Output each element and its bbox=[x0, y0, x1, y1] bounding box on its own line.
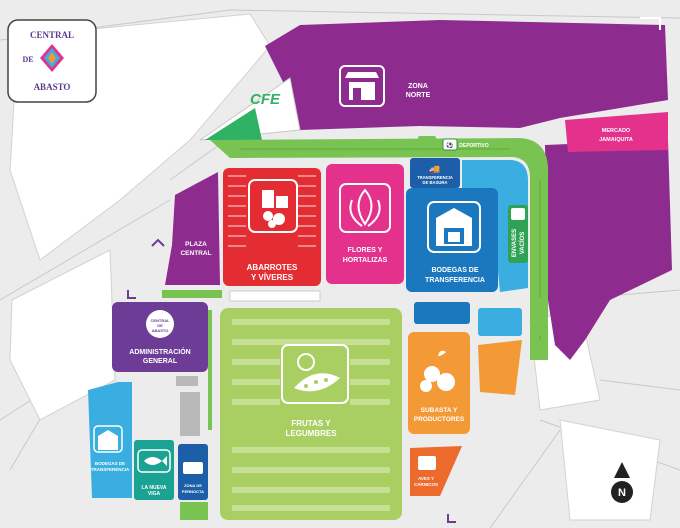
logo-text-top: CENTRAL bbox=[30, 30, 74, 40]
logo-text-mid: DE bbox=[22, 55, 33, 64]
aves-label-1: AVES Y bbox=[418, 476, 434, 481]
produce-icon bbox=[420, 350, 455, 392]
green-gate-lane bbox=[418, 136, 436, 146]
pernocta-green-strip bbox=[180, 502, 208, 520]
basura-label-1: TRANSFERENCIA bbox=[417, 175, 453, 180]
market-stall-icon bbox=[339, 65, 385, 107]
truck-icon: 🚚 bbox=[429, 164, 440, 174]
subasta-label-2: PRODUCTORES bbox=[414, 416, 465, 423]
parking-strip-1 bbox=[176, 376, 198, 386]
zone-cfe-green[interactable] bbox=[205, 108, 262, 140]
admin-label-1: ADMINISTRACIÓN bbox=[129, 347, 190, 356]
zone-plaza-central[interactable] bbox=[165, 172, 220, 285]
groceries-icon bbox=[248, 179, 298, 233]
north-arrow-icon bbox=[614, 462, 630, 478]
bottles-icon bbox=[511, 208, 525, 220]
admin-label-2: GENERAL bbox=[143, 358, 178, 365]
zone-east-blue-block-3[interactable] bbox=[530, 298, 546, 336]
north-compass: N bbox=[611, 462, 633, 503]
basura-label-2: DE BASURA bbox=[423, 180, 448, 185]
pernocta-label-1: ZONA DE bbox=[184, 483, 202, 488]
plaza-central-label-1: PLAZA bbox=[185, 241, 207, 248]
zone-east-purple-corridor[interactable] bbox=[545, 140, 672, 360]
abarrotes-label-2: Y VÍVERES bbox=[251, 273, 294, 282]
compass-label: N bbox=[618, 487, 626, 499]
poultry-icon bbox=[418, 456, 436, 470]
truck-small-icon bbox=[183, 462, 203, 474]
frutas-label-1: FRUTAS Y bbox=[291, 419, 331, 428]
pernocta-label-2: PERNOCTA bbox=[182, 489, 204, 494]
abarrotes-label-1: ABARROTES bbox=[247, 263, 298, 272]
frutas-label-2: LEGUMBRES bbox=[285, 429, 337, 438]
plaza-central-label-2: CENTRAL bbox=[180, 250, 211, 257]
logo-text-bottom: ABASTO bbox=[34, 82, 71, 92]
flores-label-1: FLORES Y bbox=[348, 247, 383, 254]
frutas-stripes bbox=[232, 319, 390, 511]
entrance-marker-south bbox=[447, 514, 456, 523]
zona-norte-label-1: ZONA bbox=[408, 83, 428, 90]
fish-icon bbox=[137, 449, 171, 473]
subasta-label-1: SUBASTA Y bbox=[421, 407, 458, 414]
abarrotes-stripes bbox=[228, 175, 316, 247]
zone-east-blue-block-1[interactable] bbox=[414, 302, 470, 324]
fruits-icon bbox=[281, 344, 349, 404]
entrance-marker-west bbox=[127, 290, 136, 299]
zone-east-blue-block-2[interactable] bbox=[478, 308, 522, 336]
zone-mercado-jamaiquita[interactable] bbox=[565, 112, 668, 152]
flower-icon bbox=[339, 183, 391, 233]
admin-logo-top: CENTRAL bbox=[150, 318, 170, 323]
admin-logo-mid: DE bbox=[157, 323, 163, 328]
aves-label-2: CÁRNICOS bbox=[414, 481, 438, 487]
deportivo-label: DEPORTIVO bbox=[459, 143, 489, 149]
zone-transferencia-de-basura[interactable] bbox=[410, 158, 460, 188]
flores-label-2: HORTALIZAS bbox=[343, 257, 388, 264]
jamaiquita-label-1: MERCADO bbox=[602, 128, 631, 134]
bodegas-label-1: BODEGAS DE bbox=[431, 267, 478, 274]
parking-strip-2 bbox=[180, 392, 200, 436]
central-de-abasto-logo: CENTRAL DE ABASTO bbox=[7, 19, 97, 103]
viga-label-1: LA NUEVA bbox=[142, 485, 167, 491]
deportivo-icon: ⚽ bbox=[445, 141, 454, 149]
entrance-marker-ne bbox=[640, 17, 661, 30]
cfe-logo: CFE bbox=[250, 91, 281, 108]
bodegas-small-label-2: TRANSFERENCIA bbox=[91, 467, 130, 472]
bodegas-label-2: TRANSFERENCIA bbox=[425, 277, 485, 284]
entrance-marker-plaza bbox=[151, 238, 165, 247]
zone-orange-east-small[interactable] bbox=[478, 340, 522, 395]
viga-label-2: VIGA bbox=[148, 491, 161, 497]
envases-label-2: VACÍOS bbox=[518, 232, 526, 255]
bodegas-small-label-1: BODEGAS DE bbox=[95, 461, 125, 466]
zona-norte-label-2: NORTE bbox=[406, 92, 431, 99]
abarrotes-parking bbox=[229, 290, 321, 302]
deportivo-marker[interactable]: ⚽ DEPORTIVO bbox=[442, 138, 489, 151]
envases-label-1: ENVASES bbox=[512, 229, 518, 257]
jamaiquita-label-2: JAMAIQUITA bbox=[599, 137, 633, 143]
green-lane-west bbox=[208, 310, 212, 430]
admin-logo: CENTRAL DE ABASTO bbox=[146, 310, 174, 338]
warehouse-icon bbox=[427, 201, 481, 253]
admin-logo-bottom: ABASTO bbox=[152, 328, 169, 333]
plaza-green-strip bbox=[162, 290, 222, 298]
warehouse-small-icon bbox=[93, 425, 123, 453]
